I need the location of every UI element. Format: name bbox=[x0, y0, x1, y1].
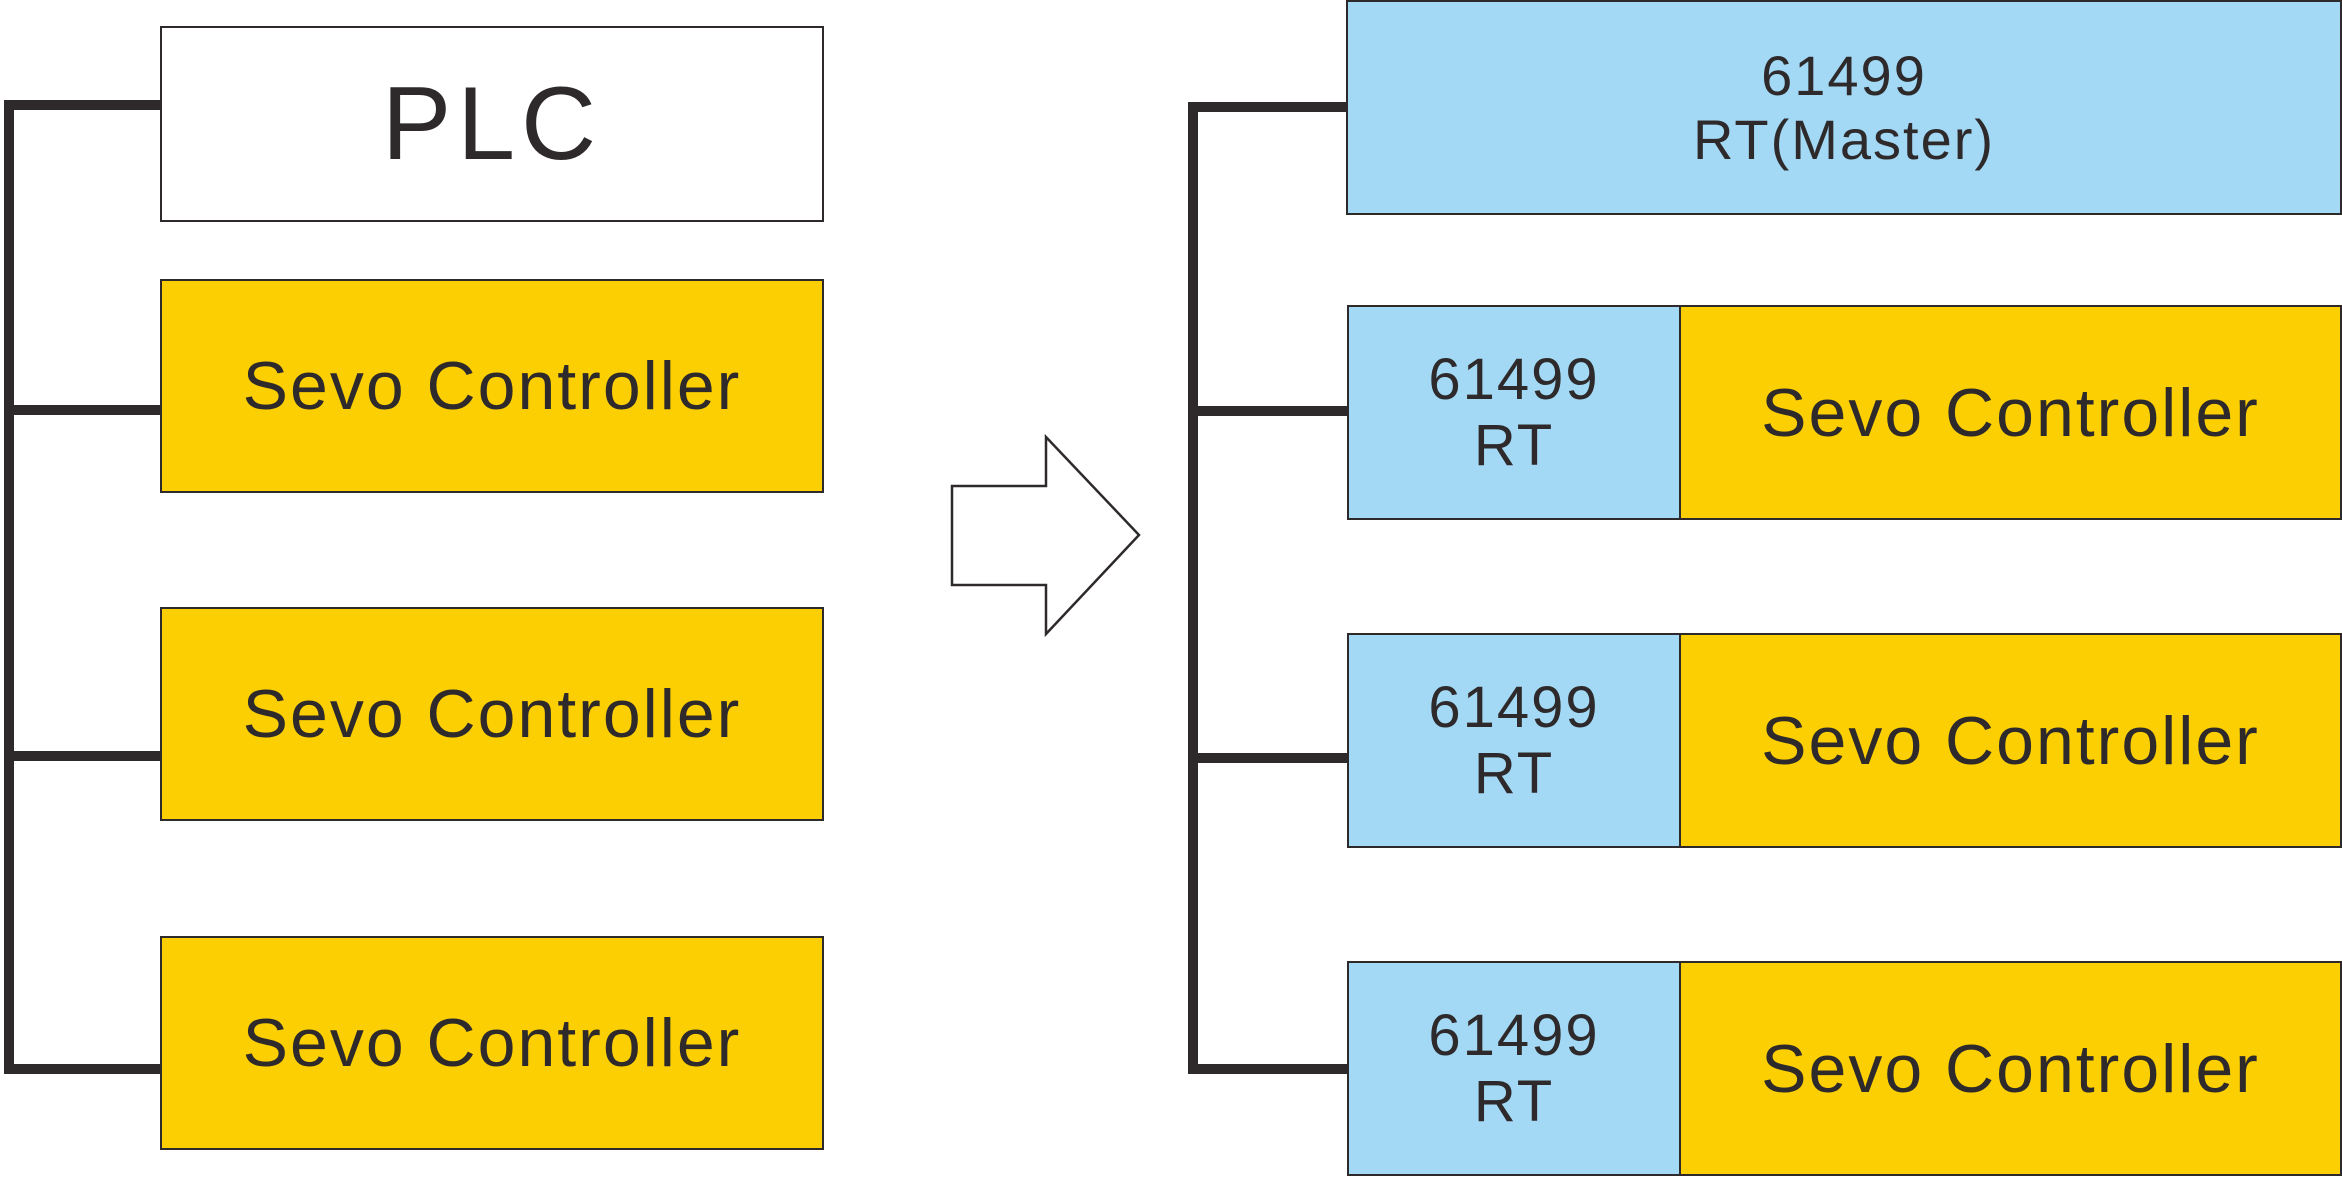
right-bus-branch-node-2 bbox=[1188, 753, 1350, 763]
right-controller-box-2: Sevo Controller bbox=[1679, 633, 2342, 848]
left-bus-branch-controller-3 bbox=[4, 1064, 162, 1074]
rt-master-role: RT(Master) bbox=[1692, 107, 1996, 171]
rt-module-box: 61499 RT bbox=[1347, 961, 1681, 1176]
rt-module-label: RT bbox=[1473, 1068, 1555, 1134]
controller-label: Sevo Controller bbox=[242, 1005, 742, 1081]
left-controller-box-3: Sevo Controller bbox=[160, 936, 824, 1150]
plc-box: PLC bbox=[160, 26, 824, 222]
right-arrow-icon bbox=[950, 434, 1141, 638]
rt-module-label: RT bbox=[1473, 412, 1555, 478]
right-bus-branch-node-1 bbox=[1188, 406, 1350, 416]
right-controller-box-1: Sevo Controller bbox=[1679, 305, 2342, 520]
rt-module-box: 61499 RT bbox=[1347, 305, 1681, 520]
left-bus-branch-controller-1 bbox=[4, 405, 162, 415]
rt-module-id: 61499 bbox=[1428, 1002, 1600, 1068]
left-bus-branch-plc bbox=[4, 100, 162, 110]
rt-module-label: RT bbox=[1473, 740, 1555, 806]
left-controller-box-2: Sevo Controller bbox=[160, 607, 824, 821]
left-bus-branch-controller-2 bbox=[4, 751, 162, 761]
left-bus-vertical bbox=[4, 100, 14, 1074]
controller-label: Sevo Controller bbox=[1761, 1030, 2260, 1107]
right-bus-branch-master bbox=[1188, 102, 1350, 112]
rt-module-id: 61499 bbox=[1428, 674, 1600, 740]
right-controller-box-3: Sevo Controller bbox=[1679, 961, 2342, 1176]
right-bus-branch-node-3 bbox=[1188, 1064, 1350, 1074]
controller-label: Sevo Controller bbox=[242, 676, 742, 752]
rt-module-box: 61499 RT bbox=[1347, 633, 1681, 848]
plc-label: PLC bbox=[381, 65, 603, 182]
right-bus-vertical bbox=[1188, 102, 1198, 1074]
rt-master-id: 61499 bbox=[1761, 43, 1927, 107]
rt-master-box: 61499 RT(Master) bbox=[1346, 0, 2342, 215]
rt-module-id: 61499 bbox=[1428, 346, 1600, 412]
controller-label: Sevo Controller bbox=[1761, 702, 2260, 779]
left-controller-box-1: Sevo Controller bbox=[160, 279, 824, 493]
controller-label: Sevo Controller bbox=[1761, 374, 2260, 451]
controller-label: Sevo Controller bbox=[242, 348, 742, 424]
